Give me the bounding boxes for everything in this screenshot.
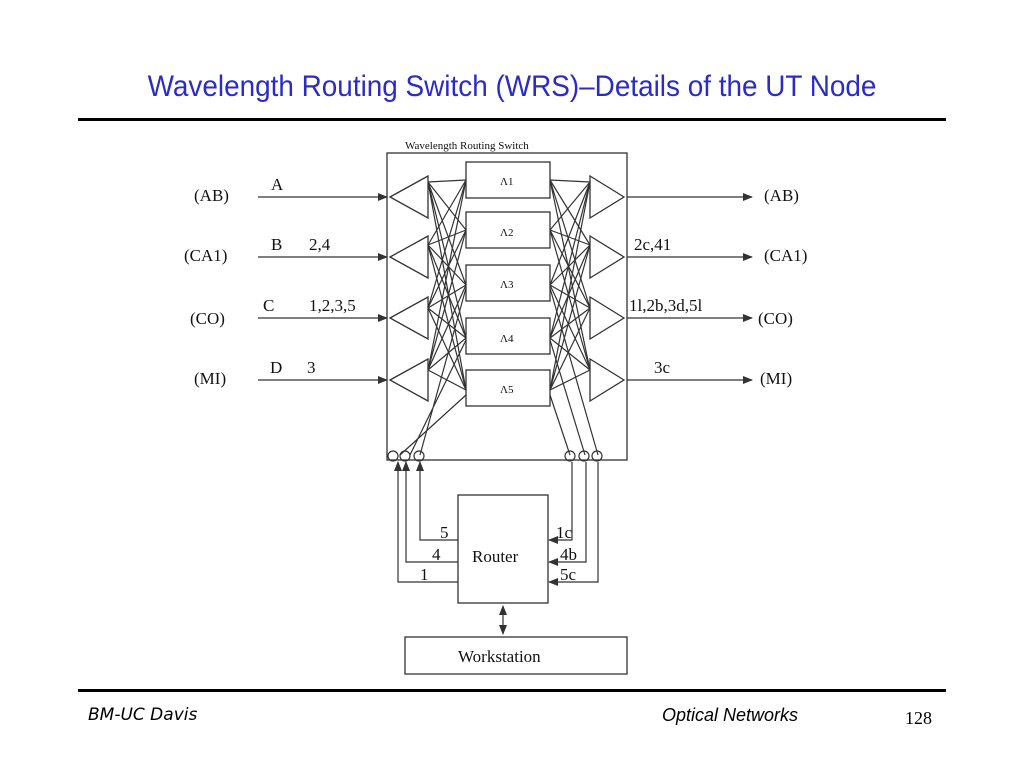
router-box <box>457 494 549 604</box>
input-link-a: A <box>271 175 284 194</box>
footer-course: Optical Networks <box>662 705 799 725</box>
router-input-1: 1 <box>420 565 429 584</box>
input-channels-d: 3 <box>307 358 316 377</box>
wavelength-label-5: Λ5 <box>500 384 514 396</box>
output-port-mi: (MI) <box>760 369 792 388</box>
input-link-c: C <box>263 296 274 315</box>
wavelength-boxes: Λ1 Λ2 Λ3 Λ4 Λ5 <box>465 161 551 407</box>
input-link-b: B <box>271 235 282 254</box>
input-port-mi: (MI) <box>194 369 226 388</box>
output-channels-ca1: 2c,41 <box>634 235 671 254</box>
output-port-ab: (AB) <box>764 186 799 205</box>
wavelength-label-4: Λ4 <box>500 333 514 345</box>
router-output-1c: 1c <box>556 523 573 542</box>
input-channels-b: 2,4 <box>309 235 331 254</box>
demultiplexers <box>388 174 429 403</box>
local-ports <box>387 450 603 462</box>
router-output-5c: 5c <box>560 565 577 584</box>
title-divider <box>78 118 946 121</box>
output-port-co: (CO) <box>758 309 793 328</box>
input-lines <box>258 193 388 384</box>
router-input-5: 5 <box>440 523 449 542</box>
fiber-interconnects <box>399 179 599 456</box>
switch-label: Wavelength Routing Switch <box>405 140 529 152</box>
multiplexers <box>589 174 626 403</box>
output-port-ca1: (CA1) <box>764 246 807 265</box>
input-channels-c: 1,2,3,5 <box>309 296 356 315</box>
workstation-label: Workstation <box>458 647 541 666</box>
footer-divider <box>78 689 946 692</box>
router-input-4: 4 <box>432 545 441 564</box>
output-channels-co: 1l,2b,3d,5l <box>629 296 702 315</box>
slide-title: Wavelength Routing Switch (WRS)–Details … <box>147 70 877 103</box>
input-port-co: (CO) <box>190 309 225 328</box>
input-link-d: D <box>270 358 282 377</box>
workstation-box <box>404 636 628 675</box>
router-add-lines <box>394 461 458 583</box>
footer-institution: BM-UC Davis <box>88 705 198 725</box>
router-drop-lines <box>548 462 599 586</box>
wavelength-label-2: Λ2 <box>500 227 513 239</box>
wavelength-label-1: Λ1 <box>500 176 513 188</box>
router-output-4b: 4b <box>560 545 577 564</box>
input-port-ab: (AB) <box>194 186 229 205</box>
wavelength-label-3: Λ3 <box>500 279 514 291</box>
output-lines <box>627 193 753 384</box>
router-label: Router <box>472 547 519 566</box>
output-channels-mi: 3c <box>654 358 671 377</box>
page-number: 128 <box>905 708 932 728</box>
input-port-ca1: (CA1) <box>184 246 227 265</box>
